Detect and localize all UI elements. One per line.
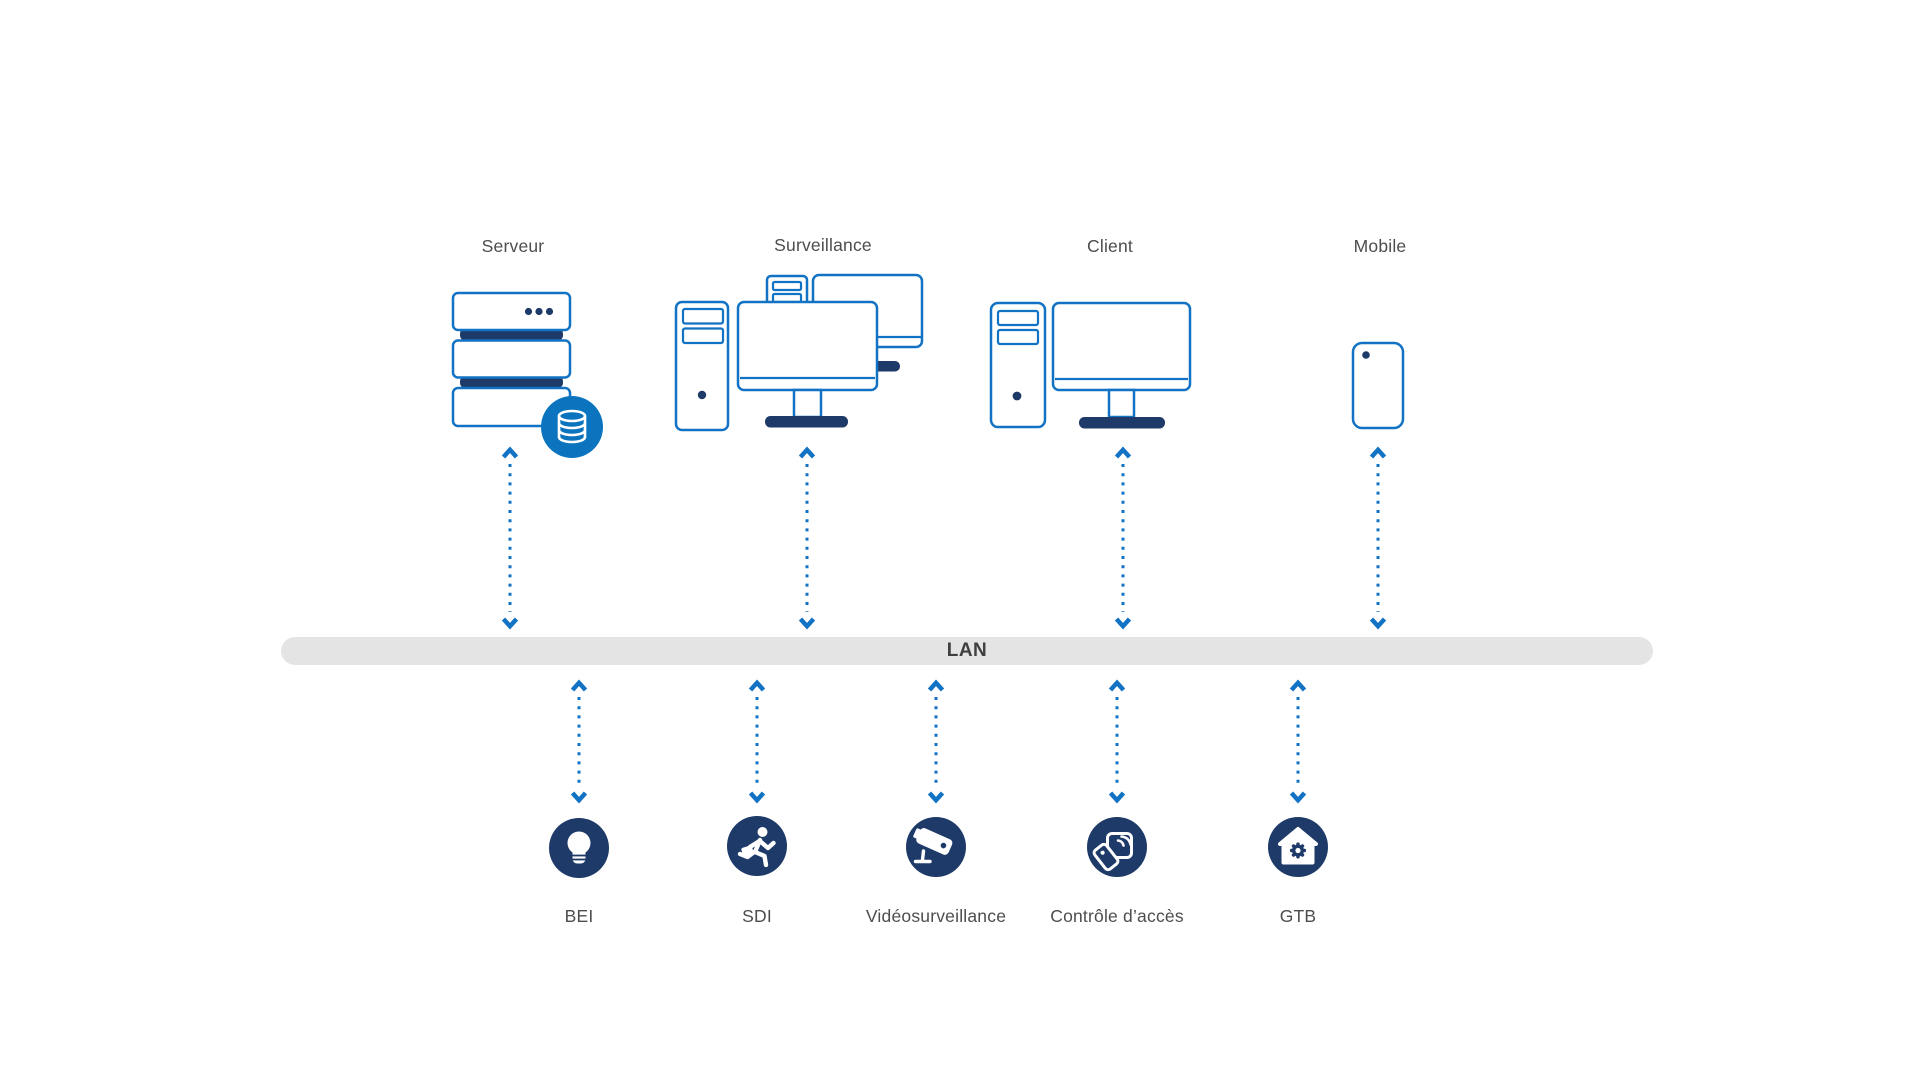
arrow-lan-videosurveillance (930, 683, 943, 800)
surveillance-workstation-icon (674, 273, 924, 432)
top-node-label-serveur: Serveur (481, 236, 545, 256)
bottom-node-label-gtb: GTB (1279, 906, 1317, 926)
top-node-label-client: Client (1087, 236, 1133, 256)
arrow-lan-bei (573, 683, 586, 800)
bottom-node-label-controle-acces: Contrôle d’accès (1050, 906, 1184, 926)
home-gear-icon (1268, 817, 1328, 877)
access-badge-icon (1087, 817, 1147, 877)
arrow-lan-controle-acces (1111, 683, 1124, 800)
arrow-client-lan (1117, 450, 1130, 626)
bottom-node-label-videosurveillance: Vidéosurveillance (865, 906, 1007, 926)
arrow-surveillance-lan (801, 450, 814, 626)
top-node-label-surveillance: Surveillance (774, 235, 872, 255)
arrow-lan-sdi (751, 683, 764, 800)
arrow-mobile-lan (1372, 450, 1385, 626)
main-monitor-icon (736, 300, 879, 392)
arrow-serveur-lan (504, 450, 517, 626)
running-person-icon (727, 816, 787, 876)
client-workstation-icon (989, 301, 1192, 429)
top-node-label-mobile: Mobile (1353, 236, 1407, 256)
bottom-node-label-bei: BEI (564, 906, 594, 926)
cctv-camera-icon (906, 817, 966, 877)
arrow-lan-gtb (1292, 683, 1305, 800)
smartphone-icon (1351, 341, 1405, 430)
lan-label: LAN (946, 640, 988, 661)
monitor-icon (1051, 301, 1192, 392)
database-badge-icon (541, 396, 603, 458)
lan-bus-bar: LAN (281, 637, 1653, 665)
server-stack-icon (451, 291, 603, 458)
lightbulb-icon (549, 818, 609, 878)
bottom-node-label-sdi: SDI (742, 906, 772, 926)
